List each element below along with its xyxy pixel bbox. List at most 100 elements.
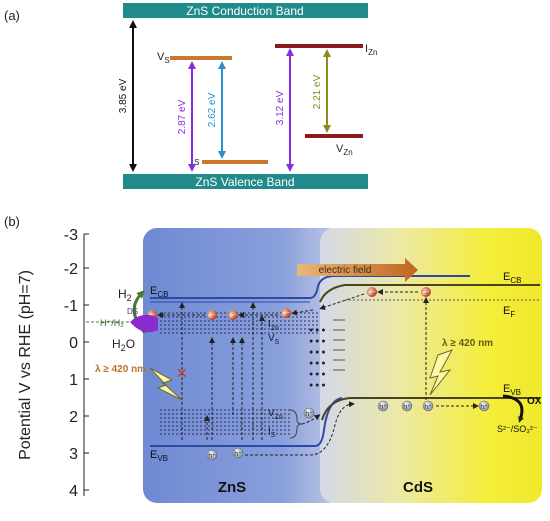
depletion-dots: ● ● ● ● ● ● ● ● ● ● ● ● ● ● ● ● ● ● (309, 327, 326, 389)
electric-field-label: electric field (319, 265, 372, 276)
hole (401, 400, 413, 412)
svg-text:● ● ●: ● ● ● (309, 382, 326, 389)
h-plus-h2-label: H⁺/H₂ (100, 318, 124, 328)
y-tick-label: -2 (64, 261, 78, 278)
hole-symbol: h⁺ (234, 451, 242, 458)
conduction-band-bar (123, 3, 368, 18)
transition-label-2-62: 2.62 eV (207, 92, 218, 127)
electron (367, 287, 377, 297)
svg-text:● ● ●: ● ● ● (309, 349, 326, 356)
zns-evb-label: EVB (150, 449, 168, 463)
electron-symbol: e⁻ (208, 313, 216, 320)
electron (207, 310, 217, 320)
cds-depletion-dashes (333, 319, 345, 371)
cds-electrons: e⁻ e⁻ (367, 287, 431, 297)
ox-label: OX (527, 396, 542, 407)
light-wavelength-left: λ ≥ 420 nm (95, 364, 146, 375)
y-tick-labels: -3 -2 -1 0 1 2 3 4 (64, 227, 78, 500)
hole (478, 400, 490, 412)
y-tick-label: 3 (69, 446, 78, 463)
zns-region-label: ZnS (218, 479, 246, 496)
h2o-label: H2O (112, 337, 135, 353)
transition-label-3-85: 3.85 eV (118, 78, 129, 113)
ds-cocatalyst (130, 314, 158, 333)
sacrificial-agent-label: S²⁻/SO₃²⁻ (497, 424, 538, 434)
zns-holes: h⁺ h⁺ h⁺ (206, 407, 315, 461)
transition-label-2-87: 2.87 eV (177, 99, 188, 134)
valence-band-label: ZnS Valence Band (195, 175, 294, 189)
hole-symbol: h⁺ (403, 404, 411, 411)
zns-electron-flow (157, 309, 314, 318)
defect-hole-path (301, 414, 321, 425)
svg-text:● ● ●: ● ● ● (309, 338, 326, 345)
h2-label: H2 (118, 287, 132, 303)
blocked-transition-x: ✕ (176, 365, 188, 381)
hole (232, 447, 244, 459)
electron-symbol: e⁻ (229, 313, 237, 320)
panel-a-label: (a) (4, 8, 20, 23)
cds-cb-line (319, 284, 540, 303)
hole-symbol: h⁺ (305, 411, 313, 418)
cds-holes: h⁺ h⁺ h⁺ h⁺ (377, 400, 490, 412)
izn-level-b-label: IZn (268, 319, 279, 332)
cds-evb-label: EVB (503, 383, 521, 397)
vzn-level (305, 134, 363, 138)
hole (422, 400, 434, 412)
y-tick-label: 4 (69, 483, 78, 500)
panel-a: (a) ZnS Conduction Band ZnS Valence Band… (4, 3, 377, 189)
cds-region (320, 228, 542, 503)
y-tick-label: 1 (69, 372, 78, 389)
vs-level-b-label: VS (268, 333, 280, 346)
lightning-right-icon (429, 349, 454, 396)
hole (377, 400, 389, 412)
zns-transition-arrows (179, 302, 265, 440)
cds-ef-label: EF (503, 305, 515, 319)
electron-symbol: e⁻ (282, 311, 290, 318)
hole-symbol: h⁺ (424, 404, 432, 411)
y-tick-label: 0 (69, 335, 78, 352)
zns-ecb-label: ECB (150, 285, 168, 299)
transition-label-2-21: 2.21 eV (312, 74, 323, 109)
lightning-left-icon (149, 367, 183, 401)
y-axis-ticks (84, 233, 89, 491)
light-wavelength-right: λ ≥ 420 nm (442, 338, 493, 349)
hole-symbol: h⁺ (379, 404, 387, 411)
svg-text:● ● ●: ● ● ● (309, 327, 326, 334)
electron-symbol: e⁻ (368, 290, 376, 297)
izn-level (275, 44, 363, 48)
vzn-level-b-label: VZn (268, 408, 283, 421)
electron (228, 310, 238, 320)
is-level-b-label: IS (268, 426, 276, 439)
cds-electron-flow (319, 289, 418, 310)
vzn-level-label: VZn (336, 143, 353, 157)
vs-level-label: VS (157, 51, 170, 65)
electric-field-arrow: electric field (297, 258, 418, 282)
y-axis-label: Potential V vs RHE (pH=7) (17, 270, 34, 460)
electron (281, 308, 291, 318)
hole-flow-path (245, 401, 355, 456)
izn-level-label: IZn (365, 43, 377, 57)
svg-text:● ● ●: ● ● ● (309, 371, 326, 378)
cds-region-label: CdS (403, 479, 433, 496)
svg-text:● ● ●: ● ● ● (309, 360, 326, 367)
is-level (202, 160, 268, 164)
y-tick-label: -3 (64, 227, 78, 244)
hole-symbol: h⁺ (480, 404, 488, 411)
hole (303, 407, 315, 419)
ds-label: DS (127, 307, 138, 316)
y-tick-label: -1 (64, 298, 78, 315)
zns-cb-line (150, 275, 470, 299)
vs-level (170, 56, 232, 60)
transition-label-3-12: 3.12 eV (275, 90, 286, 125)
cds-ecb-label: ECB (503, 271, 521, 285)
electron-symbol: e⁻ (422, 290, 430, 297)
valence-band-bar (123, 174, 368, 189)
conduction-band-label: ZnS Conduction Band (186, 4, 303, 18)
hole (206, 449, 218, 461)
hole-symbol: h⁺ (208, 453, 216, 460)
oxidation-arrow (502, 394, 524, 423)
panel-b-label: (b) (4, 214, 20, 229)
y-tick-label: 2 (69, 409, 78, 426)
cds-vb-line (321, 397, 540, 421)
